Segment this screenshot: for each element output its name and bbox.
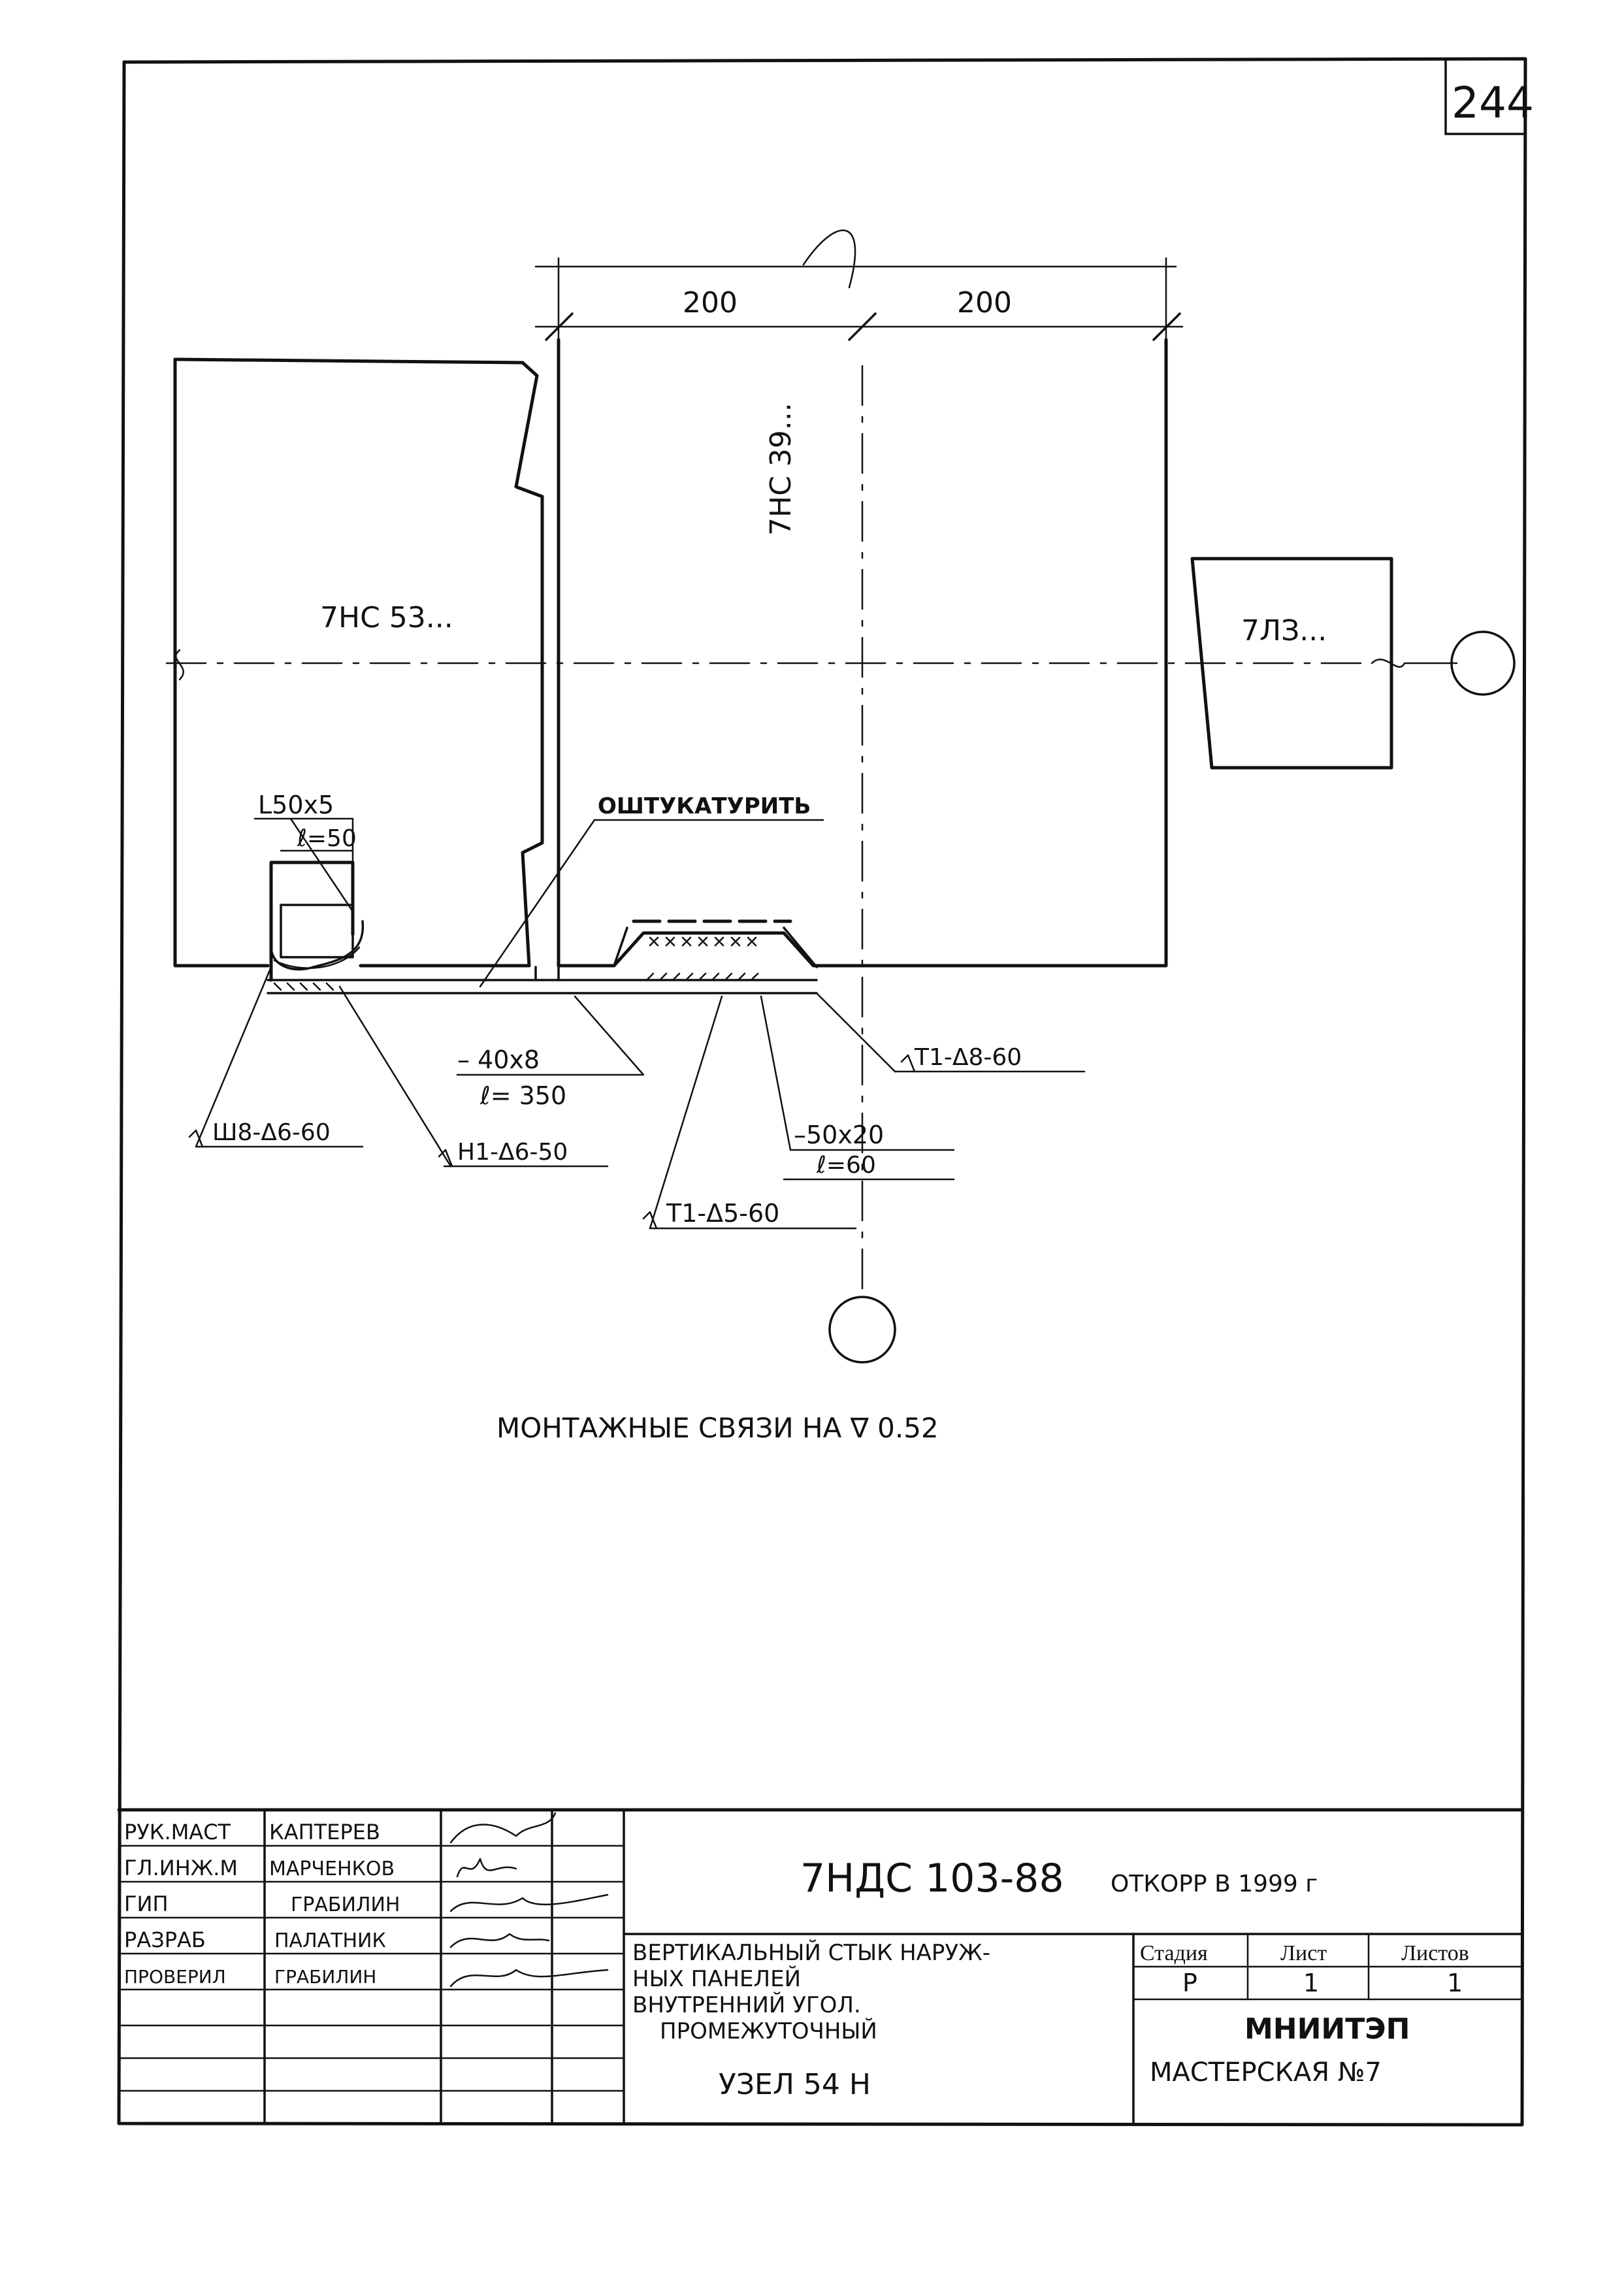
weld-symbols — [188, 1054, 916, 1230]
role-2: ГЛ.ИНЖ.М — [124, 1856, 238, 1880]
angle-length-label: ℓ=50 — [297, 825, 357, 852]
right-panel-label: 7ЛЗ... — [1241, 614, 1327, 647]
center-panel — [557, 338, 1168, 968]
name-4: ПАЛАТНИК — [274, 1929, 386, 1952]
plate-a-length-label: ℓ= 350 — [479, 1081, 566, 1110]
angle-profile-label: L50x5 — [258, 791, 334, 819]
title-line-2: НЫХ ПАНЕЛЕЙ — [632, 1965, 801, 1992]
steel-angle — [269, 860, 365, 982]
plate-b-length-label: ℓ=60 — [816, 1152, 876, 1179]
weld-bottom-label: Т1-Δ5-60 — [666, 1199, 779, 1228]
sheet-frame — [117, 57, 1527, 2127]
axis-marker-vertical — [828, 1296, 896, 1364]
role-3: ГИП — [124, 1892, 169, 1916]
dimension-left: 200 — [683, 286, 738, 320]
organization-name: МНИИТЭП — [1244, 2012, 1410, 2046]
leader-lines — [195, 817, 1086, 1230]
weld-left-label: Ш8-Δ6-60 — [212, 1119, 331, 1146]
document-code: 7НДС 103-88 — [800, 1856, 1064, 1901]
drawing-caption: МОНТАЖНЫЕ СВЯЗИ НА ∇ 0.52 — [496, 1412, 939, 1444]
title-line-3: ВНУТРЕННИЙ УГОЛ. — [632, 1991, 861, 2018]
workshop-name: МАСТЕРСКАЯ №7 — [1150, 2057, 1382, 2088]
dimension-line — [534, 229, 1184, 341]
weld-mid-label: Н1-Δ6-50 — [457, 1139, 568, 1166]
name-5: ГРАБИЛИН — [274, 1966, 376, 1988]
sheets-value: 1 — [1447, 1969, 1463, 1997]
dimension-right: 200 — [957, 286, 1012, 320]
plaster-note: ОШТУКАТУРИТЬ — [598, 793, 811, 819]
right-panel — [1190, 557, 1393, 770]
axis-marker-horizontal — [1450, 631, 1516, 696]
name-3: ГРАБИЛИН — [291, 1893, 400, 1916]
sheet-header: Лист — [1280, 1941, 1327, 1965]
title-line-4: ПРОМЕЖУТОЧНЫЙ — [660, 2018, 877, 2044]
role-1: РУК.МАСТ — [124, 1820, 231, 1844]
role-4: РАЗРАБ — [124, 1927, 206, 1952]
sheet-value: 1 — [1303, 1969, 1319, 1997]
correction-note: ОТКОРР В 1999 г — [1111, 1871, 1318, 1897]
signatures — [449, 1812, 609, 1988]
weld-right-label: Т1-Δ8-60 — [914, 1044, 1022, 1071]
plate-a-label: – 40x8 — [457, 1045, 540, 1074]
role-5: ПРОВЕРИЛ — [124, 1966, 226, 1988]
plate-b-label: –50x20 — [794, 1121, 884, 1149]
name-1: КАПТЕРЕВ — [269, 1820, 380, 1844]
stage-value: Р — [1182, 1969, 1197, 1997]
stage-header: Стадия — [1140, 1941, 1208, 1965]
axis-lines — [165, 365, 1458, 1302]
node-label: УЗЕЛ 54 Н — [719, 2068, 871, 2101]
center-panel-label: 7НС 39... — [764, 402, 798, 536]
sheets-header: Листов — [1401, 1941, 1469, 1965]
title-line-1: ВЕРТИКАЛЬНЫЙ СТЫК НАРУЖ- — [632, 1939, 990, 1966]
title-block — [117, 1808, 1524, 2125]
left-panel-label: 7НС 53... — [320, 601, 453, 634]
left-panel — [173, 357, 544, 968]
weld-marks — [273, 936, 759, 991]
name-2: МАРЧЕНКОВ — [269, 1858, 395, 1880]
sheet-number: 244 — [1452, 78, 1534, 128]
